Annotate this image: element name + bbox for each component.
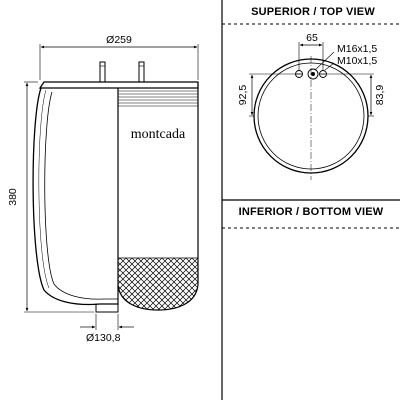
dim-right-offset: 83,9 — [374, 85, 386, 106]
bellows-inner — [44, 91, 118, 300]
thread-large-label: M16x1,5 — [337, 43, 377, 55]
top-plate — [38, 81, 199, 89]
dim-bottom-diameter: Ø130,8 — [86, 332, 121, 344]
panel-frame — [221, 0, 400, 400]
top-view-drawing — [249, 42, 374, 180]
knurled-piston-section — [118, 258, 198, 310]
dim-top-diameter: Ø259 — [106, 34, 132, 46]
large-stud-hole — [307, 68, 319, 80]
stud-right — [138, 61, 145, 83]
dim-stud-spacing: 65 — [306, 32, 318, 44]
pleat-band — [118, 90, 198, 107]
stud-left — [99, 61, 106, 83]
bellows-wall — [38, 89, 50, 289]
top-view-heading: SUPERIOR / TOP VIEW — [251, 6, 375, 18]
brand-logo-text: montcada — [131, 127, 186, 142]
dim-left-offset: 92,5 — [237, 85, 249, 106]
bellows-outline — [32, 87, 118, 306]
side-view-drawing — [24, 44, 199, 330]
air-fitting-hole — [319, 70, 327, 78]
bottom-base — [95, 303, 119, 313]
bottom-view-heading: INFERIOR / BOTTOM VIEW — [239, 206, 384, 218]
dim-height: 380 — [7, 188, 19, 206]
large-stud-center — [311, 72, 315, 76]
thread-small-label: M10x1,5 — [337, 55, 377, 67]
